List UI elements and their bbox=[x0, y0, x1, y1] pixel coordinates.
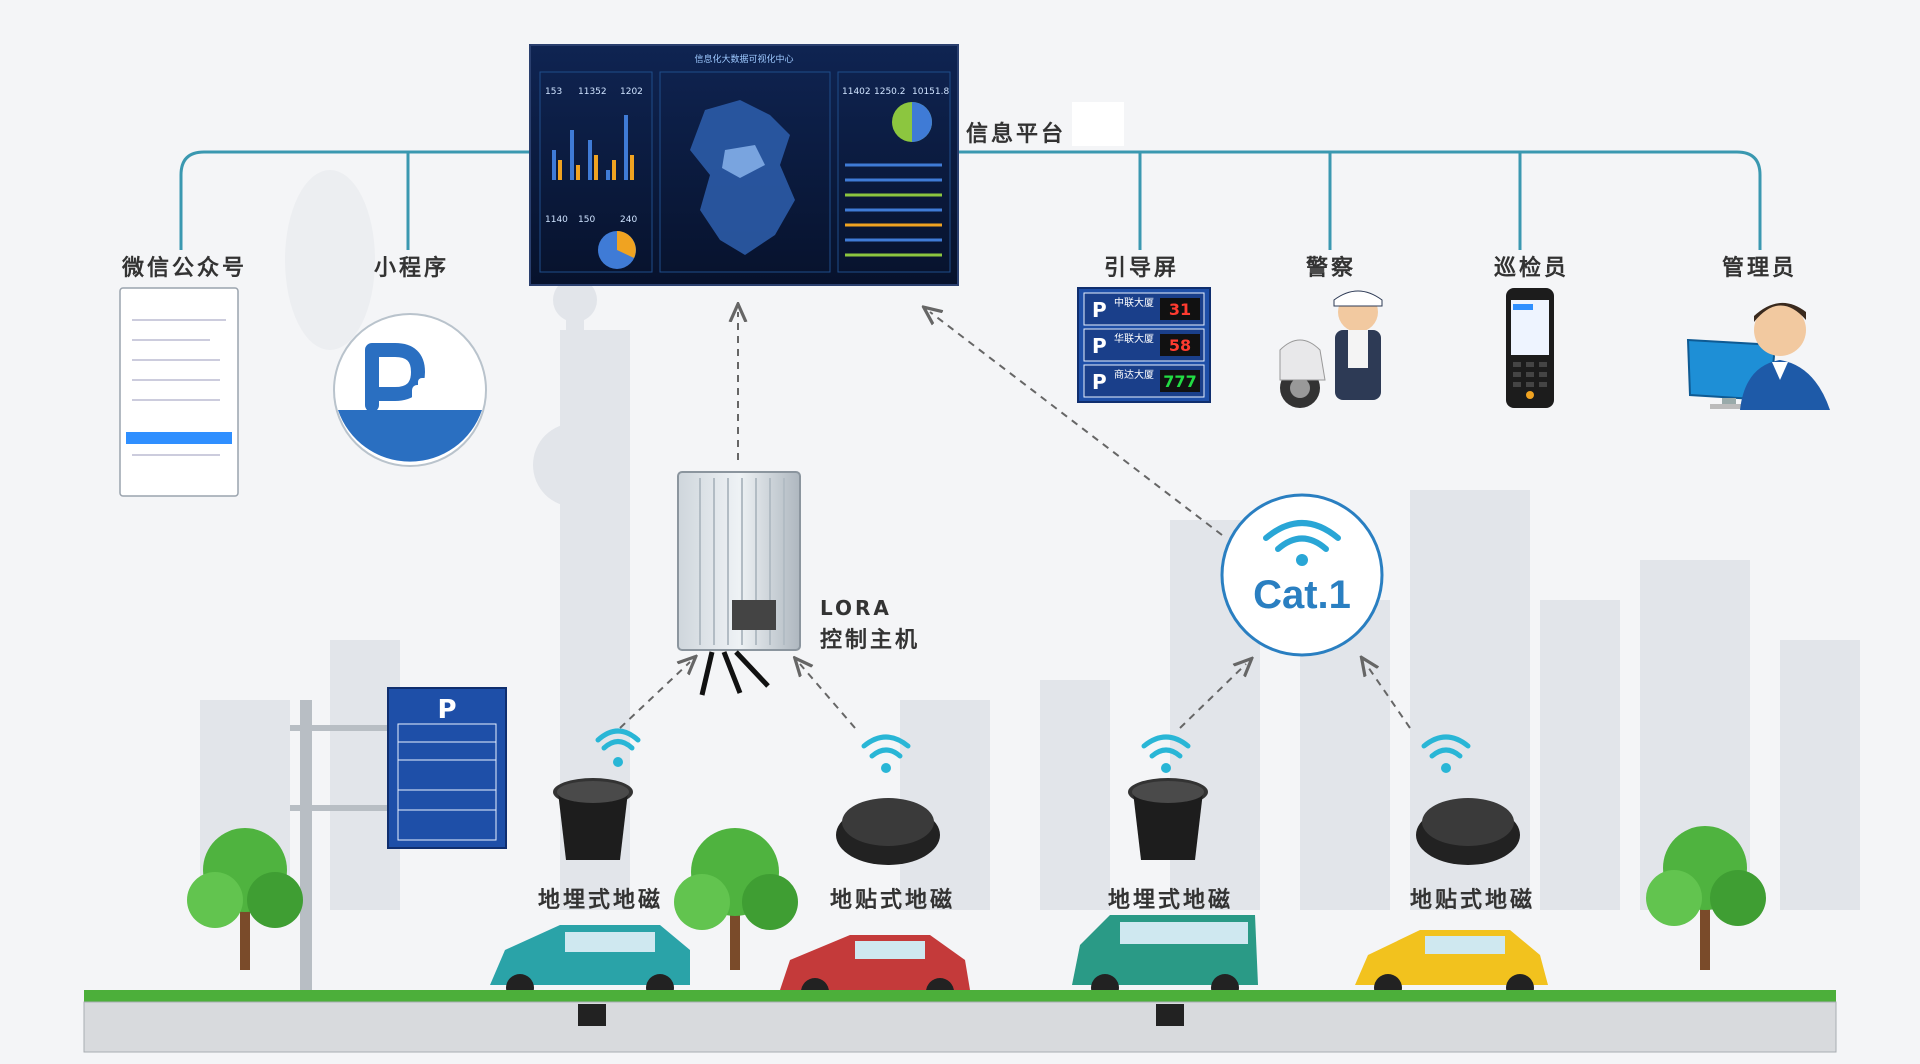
mini-program-parking-icon bbox=[333, 313, 487, 467]
guide-sign-3-value: 777 bbox=[1163, 372, 1196, 391]
wechat-label: 微信公众号 bbox=[122, 256, 248, 281]
platform-label-backdrop bbox=[1072, 102, 1124, 146]
guide-sign-2-name: 华联大厦 bbox=[1114, 332, 1154, 345]
svg-text:P: P bbox=[1092, 370, 1107, 394]
sensor-label-4: 地贴式地磁 bbox=[1410, 888, 1536, 913]
embedded-sensor-1 bbox=[553, 778, 633, 860]
admin-label: 管理员 bbox=[1722, 256, 1798, 281]
parking-info-sign: P bbox=[290, 687, 507, 1005]
wifi-icon bbox=[1421, 734, 1471, 759]
dashboard-map bbox=[690, 100, 795, 255]
lora-gateway-enclosure bbox=[677, 471, 801, 696]
guide-sign-2: P 华联大厦 58 bbox=[1083, 328, 1205, 362]
wechat-phone-screenshot bbox=[119, 287, 239, 497]
car-green-van bbox=[1072, 915, 1258, 1002]
car-yellow bbox=[1355, 930, 1548, 1002]
stat-left-4: 1140 bbox=[545, 215, 568, 225]
guide-sign-2-value: 58 bbox=[1169, 336, 1191, 355]
wifi-icon bbox=[861, 734, 911, 759]
handheld-terminal-icon bbox=[1506, 288, 1554, 408]
trees bbox=[187, 826, 1766, 970]
svg-text:P: P bbox=[1092, 334, 1107, 358]
administrator-icon bbox=[1686, 302, 1830, 410]
gateway-label-line1: LORA bbox=[820, 596, 892, 620]
tree bbox=[674, 828, 798, 970]
embedded-sensor-2 bbox=[1128, 778, 1208, 860]
stat-right-1: 11402 bbox=[842, 87, 871, 97]
network-lines bbox=[179, 150, 1762, 250]
cat1-network-badge: Cat.1 bbox=[1220, 493, 1384, 657]
surface-sensor-2 bbox=[1416, 798, 1520, 865]
police-officer-icon bbox=[1279, 290, 1383, 408]
cars bbox=[490, 915, 1548, 1006]
guide-sign-1-value: 31 bbox=[1169, 300, 1191, 319]
miniprogram-label: 小程序 bbox=[374, 256, 450, 281]
info-platform-label: 信息平台 bbox=[966, 122, 1067, 147]
cat1-label: Cat.1 bbox=[1253, 573, 1351, 617]
guide-sign-1: P 中联大厦 31 bbox=[1083, 292, 1205, 326]
dashboard-pie-small bbox=[598, 231, 636, 269]
car-red bbox=[780, 935, 970, 1006]
surface-sensor-1 bbox=[836, 798, 940, 865]
road-surface bbox=[83, 1001, 1837, 1053]
sensor-label-2: 地贴式地磁 bbox=[830, 888, 956, 913]
police-label: 警察 bbox=[1306, 256, 1357, 281]
gateway-label-line2: 控制主机 bbox=[820, 628, 921, 653]
wifi-signal-icons bbox=[595, 728, 1471, 759]
grass-strip bbox=[84, 990, 1836, 1002]
guide-sign-3: P 商达大厦 777 bbox=[1083, 364, 1205, 398]
stat-left-1: 153 bbox=[545, 87, 562, 97]
dashboard-bar-chart bbox=[552, 115, 634, 180]
stat-left-6: 240 bbox=[620, 215, 637, 225]
stat-left-5: 150 bbox=[578, 215, 595, 225]
data-flow-arrows bbox=[619, 312, 1411, 729]
buried-sensor-road-2 bbox=[1156, 1004, 1184, 1026]
guide-screen-label: 引导屏 bbox=[1104, 256, 1180, 281]
dashboard-title: 信息化大数据可视化中心 bbox=[694, 53, 793, 65]
stat-left-3: 1202 bbox=[620, 87, 643, 97]
info-platform-dashboard: 信息化大数据可视化中心 153 11352 1202 1140 150 240 … bbox=[529, 44, 959, 286]
sensor-label-1: 地埋式地磁 bbox=[538, 888, 664, 913]
stat-right-2: 1250.2 bbox=[874, 87, 906, 97]
tree bbox=[1646, 826, 1766, 970]
svg-text:P: P bbox=[1092, 298, 1107, 322]
guide-sign-3-name: 商达大厦 bbox=[1114, 368, 1154, 381]
parking-sign-p: P bbox=[437, 695, 456, 725]
guide-screen-signs: P 中联大厦 31 P 华联大厦 58 P 商达大厦 777 bbox=[1077, 287, 1211, 403]
guide-sign-1-name: 中联大厦 bbox=[1114, 296, 1154, 309]
stat-right-3: 10151.8 bbox=[912, 87, 949, 97]
dashboard-table bbox=[845, 163, 942, 257]
tree bbox=[187, 828, 303, 970]
sensor-label-3: 地埋式地磁 bbox=[1108, 888, 1234, 913]
buried-sensor-road-1 bbox=[578, 1004, 606, 1026]
wifi-icon bbox=[595, 728, 641, 751]
inspector-label: 巡检员 bbox=[1494, 256, 1570, 281]
stat-left-2: 11352 bbox=[578, 87, 607, 97]
dashboard-pie-large bbox=[892, 102, 932, 142]
wifi-icon bbox=[1141, 734, 1191, 759]
